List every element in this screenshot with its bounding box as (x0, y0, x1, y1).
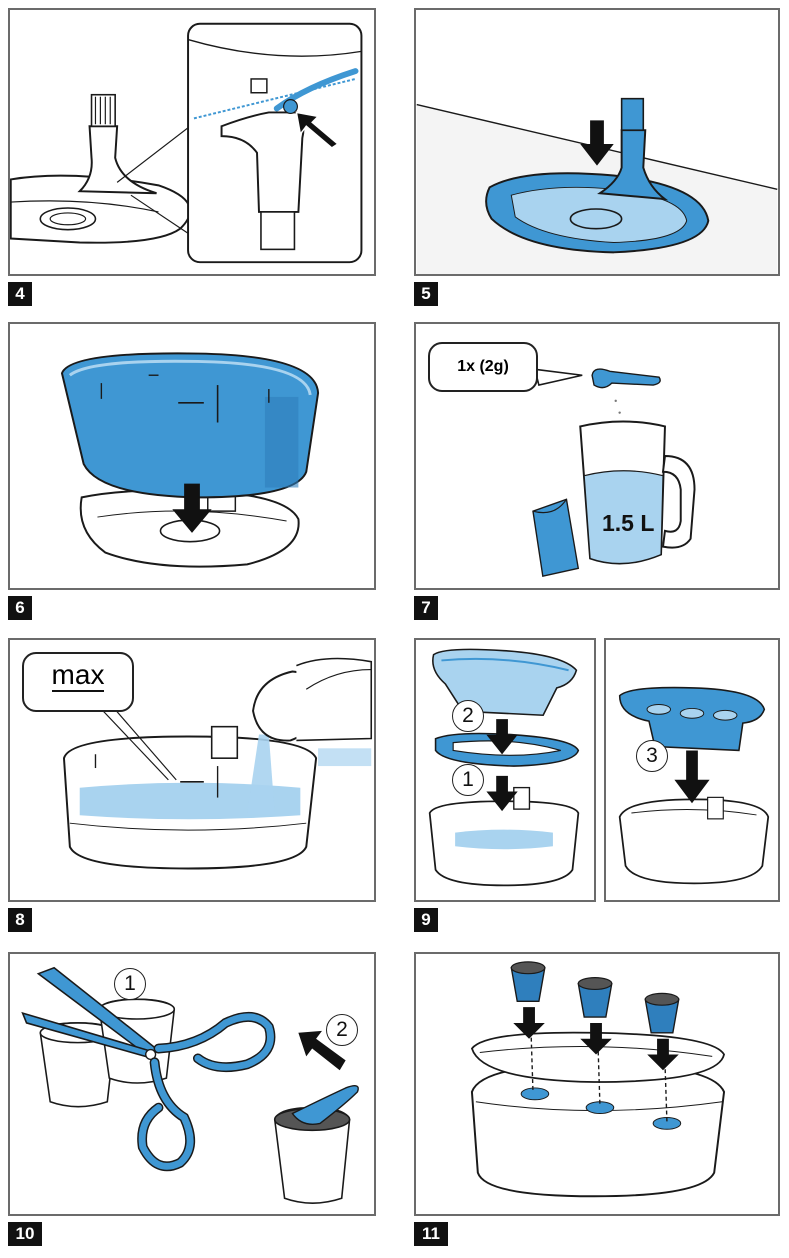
max-label: max (51, 659, 105, 692)
step-number-badge: 7 (414, 596, 438, 620)
step-number-badge: 11 (414, 1222, 448, 1246)
order-marker: 1 (452, 764, 484, 796)
step-number-badge: 4 (8, 282, 32, 306)
insert-capsules-drawing (470, 961, 726, 1198)
dose-amount-callout: 1x (2g) (428, 342, 538, 392)
illustration-step-9a: 2 1 (414, 638, 596, 902)
dose-powder-into-jug-drawing (532, 368, 696, 578)
fill-to-max-drawing (62, 657, 373, 870)
illustration-step-9b: 3 (604, 638, 780, 902)
illustration-step-10: 1 2 (8, 952, 376, 1216)
volume-label: 1.5 L (602, 510, 655, 536)
illustration-step-4 (8, 8, 376, 276)
illustration-step-6 (8, 322, 376, 590)
base-placed-on-surface-drawing (416, 97, 778, 274)
container-onto-base-drawing (60, 352, 320, 568)
order-marker: 1 (114, 968, 146, 1000)
max-level-callout: max (22, 652, 134, 712)
step-number-badge: 8 (8, 908, 32, 932)
illustration-step-11 (414, 952, 780, 1216)
step-number-badge: 6 (8, 596, 32, 620)
order-marker: 3 (636, 740, 668, 772)
place-blue-insert-drawing (618, 686, 770, 885)
cut-open-capsules-drawing (21, 966, 359, 1204)
step-number-badge: 10 (8, 1222, 42, 1246)
illustration-step-8: max (8, 638, 376, 902)
stack-ring-and-lid-drawing (428, 648, 580, 887)
order-marker: 2 (326, 1014, 358, 1046)
base-with-hose-connection-drawing (10, 22, 363, 264)
step-number-badge: 9 (414, 908, 438, 932)
illustration-step-5 (414, 8, 780, 276)
step-number-badge: 5 (414, 282, 438, 306)
order-marker: 2 (452, 700, 484, 732)
illustration-step-7: 1x (2g) 1.5 L (414, 322, 780, 590)
